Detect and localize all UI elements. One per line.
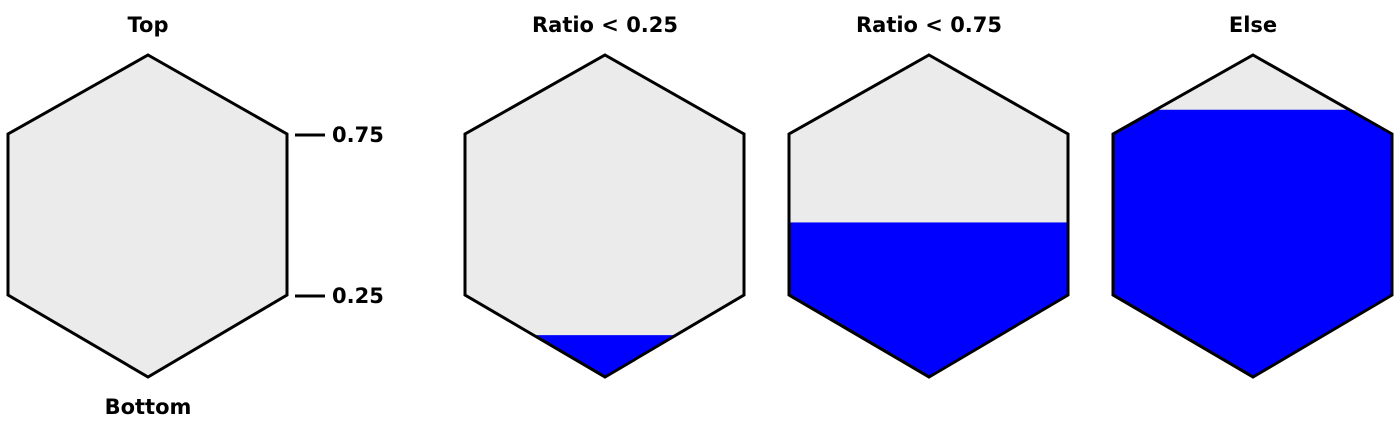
water-fill [789, 222, 1068, 377]
panel-hexagon [465, 55, 744, 377]
water-fill [1113, 109, 1392, 377]
panel-hexagon-outline [787, 53, 1070, 379]
marker-label-0.75: 0.75 [332, 123, 384, 147]
panel-hexagon-outline [1111, 53, 1394, 379]
panel-else [1111, 53, 1394, 379]
panel-title: Else [1228, 13, 1278, 37]
reference-hexagon-group [6, 53, 325, 379]
marker-label-0.25: 0.25 [332, 284, 384, 308]
panel-hexagon-outline [463, 53, 746, 379]
panel-ratio-lt-0.25 [463, 53, 746, 379]
bottom-label: Bottom [104, 395, 192, 419]
panel-title: Ratio < 0.75 [855, 13, 1003, 37]
water-fill [465, 335, 744, 377]
panel-ratio-lt-0.75 [787, 53, 1070, 379]
reference-hexagon [6, 53, 289, 379]
panel-title: Ratio < 0.25 [531, 13, 679, 37]
top-label: Top [127, 13, 169, 37]
